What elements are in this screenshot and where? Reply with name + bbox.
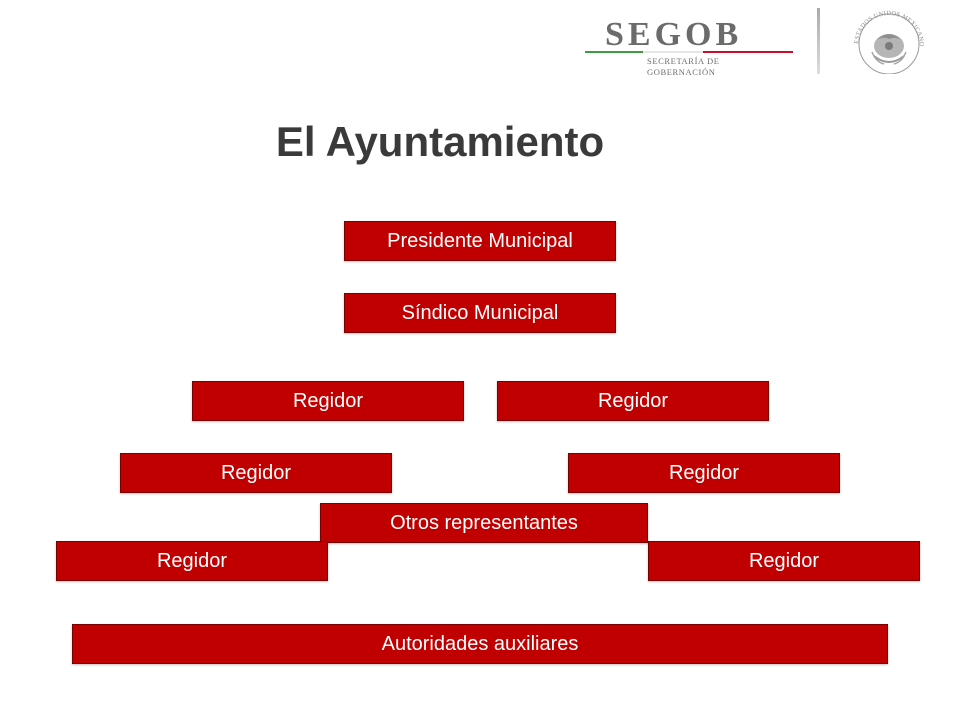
segob-logo: SEGOB SECRETARÍA DE GOBERNACIÓN <box>585 14 800 84</box>
box-sindico-municipal: Síndico Municipal <box>344 293 616 333</box>
header-divider <box>817 8 820 74</box>
box-otros-representantes: Otros representantes <box>320 503 648 543</box>
box-label: Otros representantes <box>390 511 578 534</box>
box-label: Síndico Municipal <box>401 301 559 324</box>
box-label: Autoridades auxiliares <box>381 632 579 655</box>
box-regidor-3: Regidor <box>120 453 392 493</box>
box-label: Regidor <box>597 389 669 412</box>
logo-red-line <box>703 51 793 53</box>
logo-subtitle-2: GOBERNACIÓN <box>647 67 716 77</box>
logo-white-line <box>643 51 703 53</box>
mexican-seal-icon: ESTADOS UNIDOS MEXICANOS <box>850 6 925 74</box>
box-regidor-4: Regidor <box>568 453 840 493</box>
box-regidor-5: Regidor <box>56 541 328 581</box>
box-label: Regidor <box>668 461 740 484</box>
box-regidor-1: Regidor <box>192 381 464 421</box>
box-label: Regidor <box>292 389 364 412</box>
box-label: Presidente Municipal <box>387 229 573 252</box>
box-presidente-municipal: Presidente Municipal <box>344 221 616 261</box>
box-regidor-2: Regidor <box>497 381 769 421</box>
logo-wordmark: SEGOB <box>605 16 743 53</box>
page-title: El Ayuntamiento <box>275 118 605 165</box>
box-regidor-6: Regidor <box>648 541 920 581</box>
box-label: Regidor <box>748 549 820 572</box>
box-label: Regidor <box>156 549 228 572</box>
box-label: Regidor <box>220 461 292 484</box>
logo-green-line <box>585 51 643 53</box>
logo-subtitle-1: SECRETARÍA DE <box>647 56 720 66</box>
box-autoridades-auxiliares: Autoridades auxiliares <box>72 624 888 664</box>
